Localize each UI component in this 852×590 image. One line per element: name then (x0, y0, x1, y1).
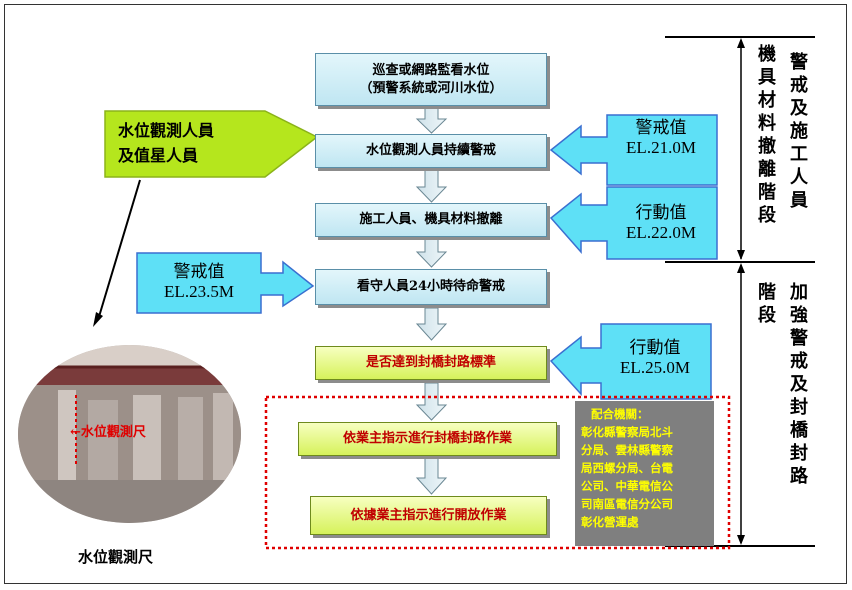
cooperating-agencies: 配合機關： 彰化縣警察局北斗 分局、雲林縣警察 局西螺分局、台電 公司、中華電信… (575, 401, 714, 546)
phase-top-col1: 機具材料撤離階段 (755, 44, 776, 228)
step-evacuate: 施工人員、機具材料撤離 (315, 203, 547, 237)
pointer-arrowhead (93, 312, 103, 327)
threshold-name: 行動值 (629, 338, 681, 357)
threshold-value: EL.22.0M (626, 223, 696, 242)
down-arrow-4 (415, 307, 448, 341)
agency-line: 司南區電信分公司 (581, 497, 673, 511)
phase-bottom-col1: 階段 (755, 282, 776, 328)
down-arrow-3 (415, 238, 448, 268)
threshold-label-3: 警戒值 EL.23.5M (138, 262, 260, 302)
agency-line: 彰化縣警察局北斗 (581, 425, 673, 439)
step-observer-alert: 水位觀測人員持續警戒 (315, 134, 547, 168)
threshold-arrow-1 (549, 114, 718, 186)
threshold-label-1: 警戒值 EL.21.0M (606, 118, 716, 158)
agency-line: 分局、雲林縣警察 (581, 443, 673, 457)
down-arrow-2 (415, 169, 448, 203)
threshold-name: 行動值 (635, 203, 687, 222)
threshold-arrow-3 (136, 252, 315, 314)
photo-caption: 水位觀測尺 (78, 548, 154, 566)
slide-frame (4, 4, 847, 584)
threshold-label-4: 行動值 EL.25.0M (600, 338, 710, 378)
closure-group-border (264, 395, 731, 550)
agency-line: 公司、中華電信公 (581, 479, 673, 493)
threshold-name: 警戒值 (173, 262, 225, 281)
threshold-value: EL.21.0M (626, 138, 696, 157)
step-reopen: 依據業主指示進行開放作業 (310, 496, 547, 535)
down-arrow-1 (415, 106, 448, 134)
step-standby: 看守人員24小時待命警戒 (315, 269, 547, 305)
bridge-pier-photo: ←水位觀測尺 (18, 345, 241, 523)
agency-title: 配合機關： (591, 407, 649, 421)
phase-top-col2: 警戒及施工人員 (787, 52, 808, 213)
down-arrow-6 (415, 456, 448, 495)
threshold-value: EL.25.0M (620, 358, 690, 377)
threshold-arrow-4 (549, 323, 712, 400)
threshold-arrow-2 (549, 186, 718, 260)
step-patrol: 巡查或網路監看水位 （預警系統或河川水位） (315, 53, 547, 106)
step-closure-action: 依業主指示進行封橋封路作業 (298, 422, 557, 456)
gauge-annotation: ←水位觀測尺 (70, 425, 146, 440)
pointer-line (97, 179, 141, 321)
down-arrow-5 (415, 382, 448, 421)
observer-label: 水位觀測人員 及值星人員 (118, 121, 215, 165)
agency-line: 彰化營運處 (581, 515, 639, 529)
observer-callout-shape (104, 110, 319, 178)
threshold-value: EL.23.5M (164, 282, 234, 301)
agency-line: 局西螺分局、台電 (581, 461, 673, 475)
step-closure-decision: 是否達到封橋封路標準 (315, 346, 547, 380)
phase-bottom-col2: 加強警戒及封橋封路 (787, 282, 808, 489)
threshold-name: 警戒值 (635, 118, 687, 137)
threshold-label-2: 行動值 EL.22.0M (606, 203, 716, 243)
